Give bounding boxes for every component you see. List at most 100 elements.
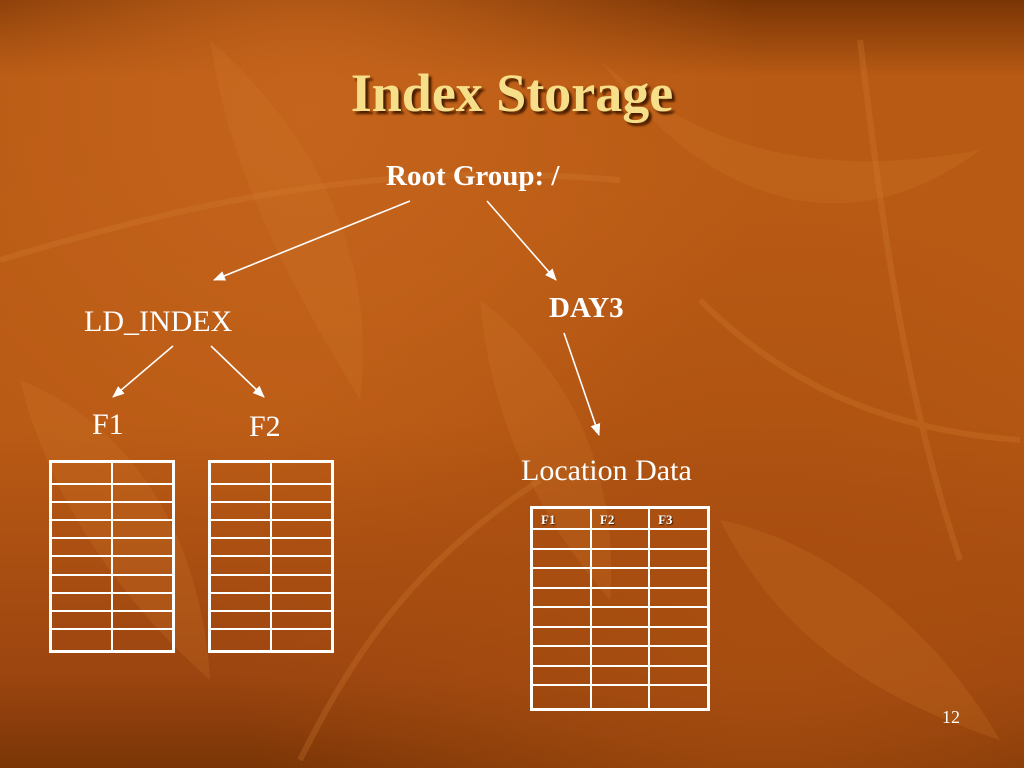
location-column-header: F1 — [530, 506, 592, 530]
table-cell — [111, 519, 175, 540]
table-row — [530, 606, 710, 628]
f2-index-table — [208, 460, 334, 653]
table-row — [530, 664, 710, 686]
table-cell — [530, 625, 592, 647]
table-cell — [270, 573, 334, 594]
table-cell — [530, 586, 592, 608]
table-cell — [648, 586, 710, 608]
table-cell — [208, 501, 272, 522]
table-cell — [589, 606, 651, 628]
table-cell — [530, 528, 592, 550]
table-cell — [49, 537, 113, 558]
table-row — [49, 609, 175, 630]
table-cell — [648, 547, 710, 569]
table-row — [530, 567, 710, 589]
table-row — [49, 501, 175, 522]
table-cell — [111, 591, 175, 612]
table-cell — [589, 567, 651, 589]
table-cell — [208, 627, 272, 653]
table-row — [49, 573, 175, 594]
table-cell — [270, 460, 334, 486]
table-cell — [589, 528, 651, 550]
arrow-day3-to-location — [563, 332, 601, 436]
table-row — [49, 627, 175, 653]
table-cell — [589, 586, 651, 608]
table-row — [530, 645, 710, 667]
table-cell — [111, 501, 175, 522]
table-cell — [270, 555, 334, 576]
table-row — [530, 625, 710, 647]
table-cell — [589, 625, 651, 647]
location-column-header: F2 — [589, 506, 651, 530]
table-row — [208, 483, 334, 504]
table-row — [530, 547, 710, 569]
table-cell — [648, 567, 710, 589]
f1-label: F1 — [92, 408, 124, 441]
table-cell — [49, 483, 113, 504]
table-cell — [270, 501, 334, 522]
arrow-root-to-ld-index — [213, 200, 411, 281]
table-cell — [648, 528, 710, 550]
page-number: 12 — [942, 707, 960, 727]
arrow-ld-index-to-f1 — [112, 345, 174, 398]
table-cell — [49, 555, 113, 576]
table-cell — [589, 664, 651, 686]
table-cell — [208, 519, 272, 540]
table-cell — [49, 609, 113, 630]
table-row — [49, 555, 175, 576]
table-cell — [270, 537, 334, 558]
table-cell — [589, 684, 651, 711]
table-cell — [208, 555, 272, 576]
table-row — [530, 528, 710, 550]
table-cell — [49, 460, 113, 486]
table-row — [49, 460, 175, 486]
table-cell — [49, 501, 113, 522]
table-cell — [648, 645, 710, 667]
table-cell — [208, 460, 272, 486]
table-cell — [530, 547, 592, 569]
table-cell — [49, 519, 113, 540]
table-cell — [111, 609, 175, 630]
table-cell — [111, 555, 175, 576]
table-cell — [111, 460, 175, 486]
table-cell — [530, 645, 592, 667]
table-row — [49, 519, 175, 540]
table-row — [530, 586, 710, 608]
table-cell — [530, 684, 592, 711]
table-cell — [208, 591, 272, 612]
table-row — [208, 609, 334, 630]
table-row — [208, 537, 334, 558]
table-cell — [530, 664, 592, 686]
table-cell — [208, 573, 272, 594]
ld-index-label: LD_INDEX — [84, 305, 233, 338]
table-cell — [49, 627, 113, 653]
table-cell — [208, 537, 272, 558]
table-row — [49, 537, 175, 558]
table-cell — [270, 609, 334, 630]
table-cell — [111, 537, 175, 558]
table-row — [49, 591, 175, 612]
f1-index-table — [49, 460, 175, 653]
table-cell — [270, 483, 334, 504]
table-cell — [648, 664, 710, 686]
table-row — [49, 483, 175, 504]
f2-label: F2 — [249, 410, 281, 443]
table-cell — [270, 591, 334, 612]
location-data-label: Location Data — [521, 454, 692, 487]
arrow-ld-index-to-f2 — [210, 345, 265, 398]
table-row — [208, 591, 334, 612]
table-cell — [208, 483, 272, 504]
table-cell — [270, 627, 334, 653]
day3-label: DAY3 — [549, 292, 624, 324]
table-cell — [530, 567, 592, 589]
table-cell — [530, 606, 592, 628]
table-cell — [648, 625, 710, 647]
table-cell — [648, 606, 710, 628]
table-row — [208, 519, 334, 540]
table-row — [208, 627, 334, 653]
table-cell — [208, 609, 272, 630]
table-row — [208, 501, 334, 522]
